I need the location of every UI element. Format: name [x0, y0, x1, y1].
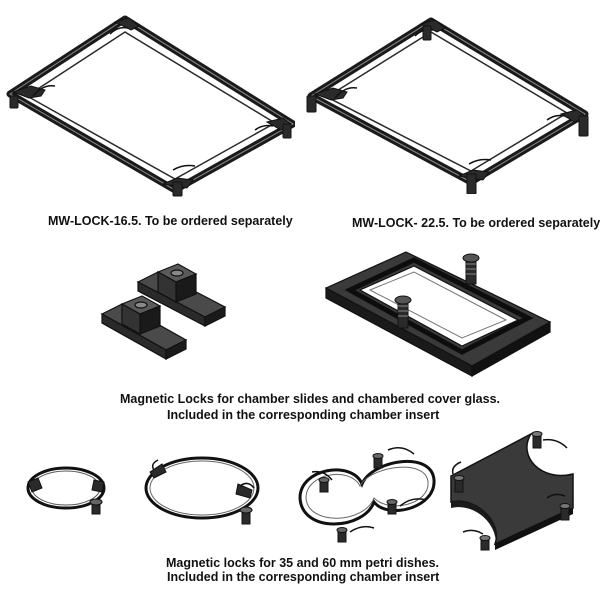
magnetic-lock-bars-illustration [100, 262, 230, 367]
caption-magnetic-locks-slides-line2: Included in the corresponding chamber in… [167, 408, 440, 422]
petri-60mm-ring-illustration [140, 452, 268, 534]
petri-double-35mm-plate-illustration [445, 426, 585, 552]
caption-mw-lock-16-5: MW-LOCK-16.5. To be ordered separately [48, 214, 293, 228]
caption-petri-dishes-line2: Included in the corresponding chamber in… [167, 570, 440, 584]
caption-petri-dishes-line1: Magnetic locks for 35 and 60 mm petri di… [166, 556, 440, 570]
mw-lock-16-5-illustration [5, 12, 295, 197]
caption-mw-lock-22-5: MW-LOCK- 22.5. To be ordered separately [352, 216, 600, 230]
chamber-slide-insert-illustration [322, 248, 554, 384]
petri-35mm-ring-illustration [22, 460, 112, 525]
mw-lock-22-5-illustration [303, 14, 595, 194]
caption-magnetic-locks-slides-line1: Magnetic Locks for chamber slides and ch… [120, 392, 500, 406]
petri-double-35mm-outline-illustration [292, 440, 442, 548]
